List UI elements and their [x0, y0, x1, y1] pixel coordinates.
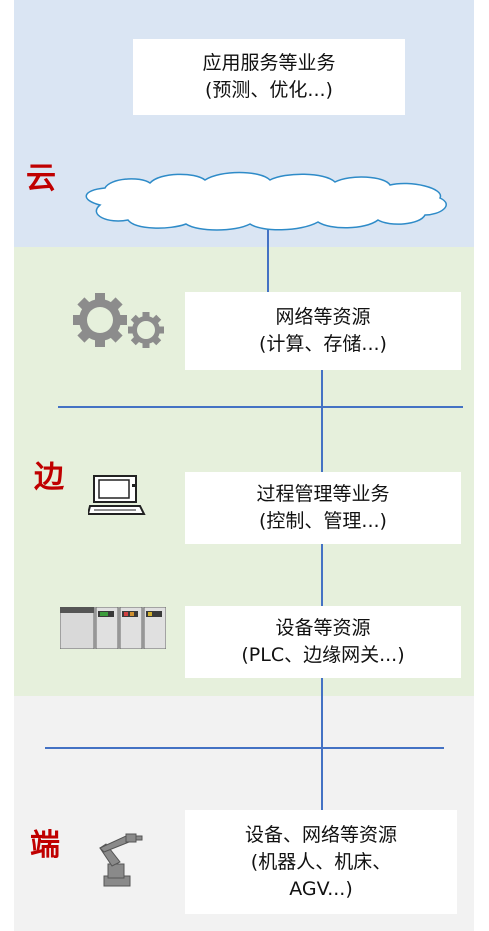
edge-network-resources-box: 网络等资源 (计算、存储...) [185, 292, 461, 370]
layer-label-edge: 边 [34, 460, 64, 495]
end-device-resources-box: 设备、网络等资源 (机器人、机床、 AGV...) [185, 810, 457, 914]
box-line: (PLC、边缘网关...) [241, 644, 405, 666]
cloud-services-box: 应用服务等业务 (预测、优化...) [133, 39, 405, 115]
box-line: 网络等资源 [275, 306, 371, 328]
box-line: AGV...) [289, 877, 353, 900]
layer-label-end: 端 [30, 828, 60, 863]
box-line: 过程管理等业务 [256, 483, 390, 505]
cloud-icon [85, 171, 447, 231]
box-line: 应用服务等业务 [202, 52, 336, 74]
computer-terminal-icon [88, 475, 146, 515]
layer-label-cloud: 云 [26, 161, 56, 196]
box-line: (预测、优化...) [205, 79, 333, 101]
industrial-robot-icon [99, 833, 143, 887]
gears-icon [73, 293, 164, 348]
box-line: (控制、管理...) [259, 510, 387, 532]
edge-device-resources-box: 设备等资源 (PLC、边缘网关...) [185, 606, 461, 678]
box-line: 设备、网络等资源 [244, 823, 397, 846]
box-line: (计算、存储...) [259, 333, 387, 355]
box-line: 设备等资源 [275, 617, 371, 639]
box-line: (机器人、机床、 [250, 850, 392, 873]
edge-process-management-box: 过程管理等业务 (控制、管理...) [185, 472, 461, 544]
plc-rack-icon [60, 607, 166, 649]
